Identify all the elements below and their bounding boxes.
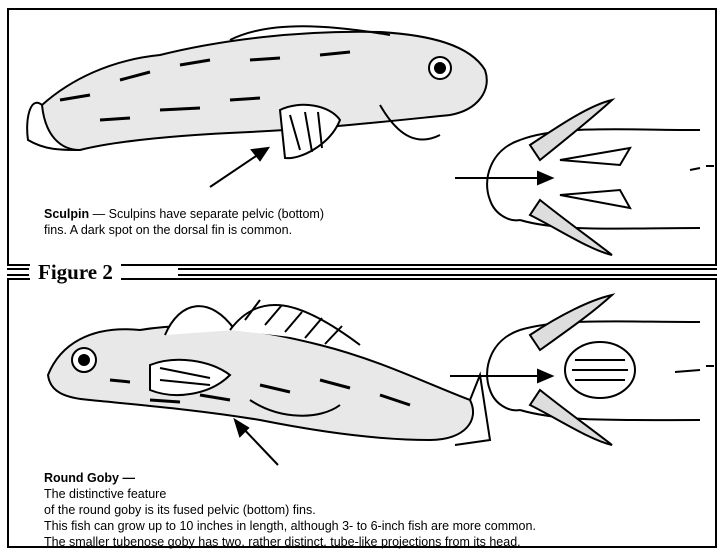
- goby-text-line4: The smaller tubenose goby has two, rathe…: [44, 534, 536, 550]
- goby-text-line3: This fish can grow up to 10 inches in le…: [44, 518, 536, 534]
- goby-dash: —: [119, 471, 135, 485]
- round-goby-fish-illustration: [48, 300, 490, 445]
- sculpin-text-line1: Sculpins have separate pelvic (bottom): [109, 207, 324, 221]
- sculpin-dash: —: [89, 207, 108, 221]
- goby-name: Round Goby: [44, 471, 119, 485]
- goby-text-line1: The distinctive feature: [44, 486, 536, 502]
- sculpin-text-line2: fins. A dark spot on the dorsal fin is c…: [44, 222, 324, 238]
- pointer-arrow: [210, 148, 268, 187]
- sculpin-caption: Sculpin — Sculpins have separate pelvic …: [44, 206, 324, 238]
- sculpin-name: Sculpin: [44, 207, 89, 221]
- sculpin-underside-illustration: [455, 100, 714, 255]
- sculpin-fish-illustration: [27, 26, 487, 158]
- round-goby-underside-illustration: [450, 295, 714, 445]
- goby-text-line2: of the round goby is its fused pelvic (b…: [44, 502, 536, 518]
- round-goby-caption: Round Goby — The distinctive feature of …: [44, 470, 536, 550]
